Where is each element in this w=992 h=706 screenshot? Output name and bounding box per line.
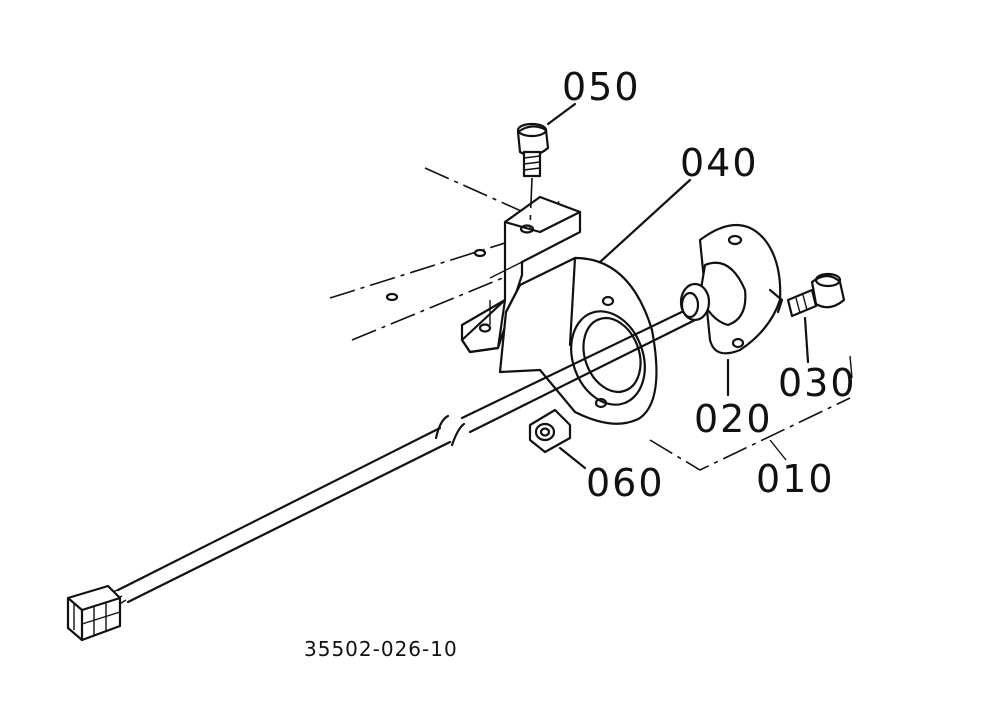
harness-cable [99, 306, 697, 611]
label-010: 010 [756, 457, 835, 501]
label-020: 020 [694, 397, 773, 441]
label-050: 050 [562, 65, 641, 109]
collar-icon [528, 408, 587, 470]
bracket-icon [498, 178, 692, 425]
mounting-plate [385, 195, 582, 354]
label-030: 030 [778, 361, 857, 405]
assembly-bracket [649, 355, 853, 471]
bolt-icon [786, 272, 846, 364]
drawing-reference: 35502-026-10 [304, 637, 458, 661]
solenoid-icon [679, 223, 784, 397]
connector-icon [66, 584, 122, 642]
bolt-icon [516, 102, 577, 229]
label-060: 060 [586, 461, 665, 505]
label-040: 040 [680, 141, 759, 185]
